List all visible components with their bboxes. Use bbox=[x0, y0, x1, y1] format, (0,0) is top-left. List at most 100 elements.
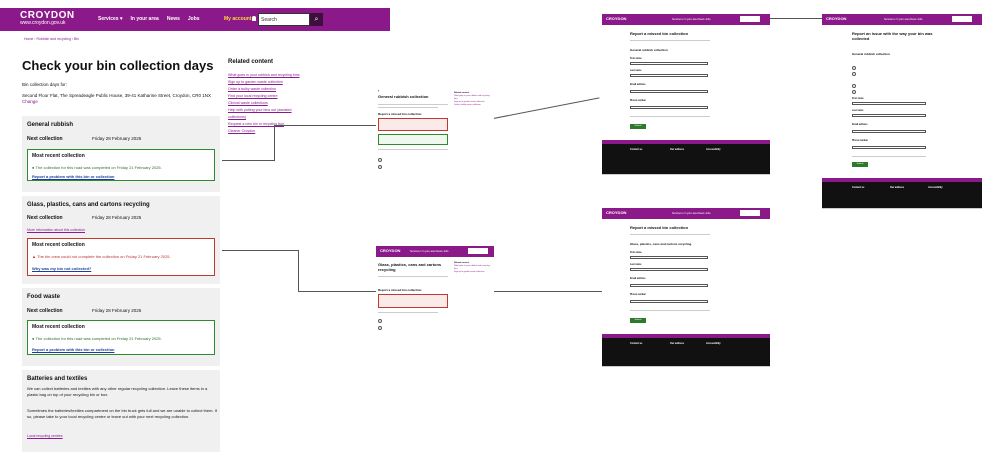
mini-nav-services[interactable]: Services ▾ bbox=[672, 18, 684, 21]
phone-field[interactable] bbox=[852, 146, 926, 149]
mini-footer-bottom bbox=[822, 208, 982, 213]
change-address-link[interactable]: Change bbox=[22, 99, 38, 104]
email-field[interactable] bbox=[630, 90, 708, 93]
related-link[interactable]: Help with putting your bins out (assiste… bbox=[228, 108, 292, 119]
site-header: CROYDON www.croydon.gov.uk Services ▾ In… bbox=[0, 8, 390, 31]
phone-field[interactable] bbox=[630, 300, 708, 303]
mini-nav-jobs[interactable]: Jobs bbox=[705, 212, 711, 215]
nav-news[interactable]: News bbox=[166, 16, 180, 22]
mini-nav-news[interactable]: News bbox=[436, 250, 443, 253]
last-name-field[interactable] bbox=[630, 74, 708, 77]
mini-nav-news[interactable]: News bbox=[910, 18, 917, 21]
status-text: The bin crew could not complete the coll… bbox=[37, 254, 171, 259]
mini-radio[interactable] bbox=[852, 72, 856, 76]
related-link[interactable]: Order a bulky waste collection bbox=[228, 87, 276, 91]
related-link[interactable]: Clinical waste collections bbox=[228, 101, 268, 105]
first-name-field[interactable] bbox=[852, 102, 926, 105]
mini-logo[interactable]: CROYDON bbox=[380, 248, 401, 253]
mini-related-link[interactable]: Sign up to garden waste collection bbox=[454, 101, 485, 103]
mini-radio[interactable] bbox=[378, 158, 382, 162]
breadcrumb-rubbish[interactable]: Rubbish and recycling bbox=[36, 37, 71, 41]
related-link[interactable]: Find your local recycling centre bbox=[228, 94, 278, 98]
flow-connector bbox=[298, 250, 299, 292]
mini-field-label: Phone number bbox=[630, 294, 647, 296]
report-problem-link[interactable]: Report a problem with this bin or collec… bbox=[32, 347, 115, 352]
mini-search-input[interactable] bbox=[740, 210, 760, 216]
mini-radio[interactable] bbox=[852, 90, 856, 94]
submit-button[interactable]: Submit bbox=[852, 162, 868, 167]
mini-nav-area[interactable]: In your area bbox=[684, 212, 698, 215]
mini-footer-bar bbox=[602, 140, 770, 144]
mini-nav-area[interactable]: In your area bbox=[684, 18, 698, 21]
mini-text-line bbox=[630, 310, 710, 311]
footer-contact[interactable]: Contact us bbox=[630, 148, 643, 151]
card-title: Food waste bbox=[27, 294, 61, 300]
mini-logo[interactable]: CROYDON bbox=[606, 210, 627, 215]
mini-field-label: Email address bbox=[852, 124, 868, 126]
local-recycling-centres-link[interactable]: Local recycling centres bbox=[27, 434, 63, 438]
footer-contact[interactable]: Contact us bbox=[852, 186, 865, 189]
mini-radio[interactable] bbox=[852, 66, 856, 70]
footer-accessibility[interactable]: Accessibility bbox=[706, 342, 721, 345]
mini-nav-jobs[interactable]: Jobs bbox=[705, 18, 711, 21]
footer-accessibility[interactable]: Accessibility bbox=[928, 186, 943, 189]
last-name-field[interactable] bbox=[630, 268, 708, 271]
mini-radio[interactable] bbox=[378, 165, 382, 169]
mini-field-label: First name bbox=[630, 58, 642, 60]
mini-related-link[interactable]: Order a bulky waste collection bbox=[454, 104, 481, 106]
breadcrumb-bin[interactable]: Bin bbox=[74, 37, 80, 41]
mini-search-input[interactable] bbox=[740, 16, 760, 22]
related-link[interactable]: Sign up to garden waste collection bbox=[228, 80, 283, 84]
last-name-field[interactable] bbox=[852, 114, 926, 117]
mini-nav-news[interactable]: News bbox=[698, 18, 705, 21]
mini-nav-area[interactable]: In your area bbox=[422, 250, 436, 253]
mini-nav-jobs[interactable]: Jobs bbox=[443, 250, 449, 253]
nav-jobs[interactable]: Jobs bbox=[187, 16, 200, 22]
report-problem-link[interactable]: Report a problem with this bin or collec… bbox=[32, 174, 115, 179]
mini-general-rubbish-page: ‹ General rubbish collection Report a mi… bbox=[376, 88, 494, 176]
mini-related-link[interactable]: What goes in your rubbish and recycling … bbox=[454, 265, 490, 270]
flow-connector bbox=[298, 291, 376, 292]
mini-related-link[interactable]: Sign up to garden waste collection bbox=[454, 271, 485, 273]
mini-logo[interactable]: CROYDON bbox=[826, 16, 847, 21]
mini-logo[interactable]: CROYDON bbox=[606, 16, 627, 21]
mini-radio[interactable] bbox=[378, 326, 382, 330]
email-field[interactable] bbox=[852, 130, 926, 133]
mini-radio[interactable] bbox=[378, 319, 382, 323]
card-food-waste: Food waste Next collection Friday 28 Feb… bbox=[22, 288, 220, 366]
flow-connector bbox=[274, 125, 275, 161]
first-name-field[interactable] bbox=[630, 256, 708, 259]
mini-search-input[interactable] bbox=[468, 248, 488, 254]
related-link[interactable]: Cleaner Croydon bbox=[228, 129, 256, 133]
mini-field-label: First name bbox=[852, 98, 864, 100]
submit-button[interactable]: Submit bbox=[630, 124, 646, 129]
mini-search-input[interactable] bbox=[952, 16, 972, 22]
croydon-logo[interactable]: CROYDON www.croydon.gov.uk bbox=[20, 11, 75, 27]
email-field[interactable] bbox=[630, 284, 708, 287]
nav-in-your-area[interactable]: In your area bbox=[130, 16, 159, 22]
mini-nav-area[interactable]: In your area bbox=[896, 18, 910, 21]
related-link[interactable]: Request a new bin or recycling box bbox=[228, 122, 284, 126]
mini-related-link[interactable]: What goes in your rubbish and recycling … bbox=[454, 95, 490, 100]
first-name-field[interactable] bbox=[630, 62, 708, 65]
mini-radio[interactable] bbox=[852, 84, 856, 88]
why-not-collected-link[interactable]: Why was my bin not collected? bbox=[32, 266, 92, 271]
mini-back-arrow[interactable]: ‹ bbox=[378, 88, 380, 93]
mini-nav-services[interactable]: Services ▾ bbox=[884, 18, 896, 21]
my-account-link[interactable]: My account bbox=[224, 16, 252, 22]
related-link[interactable]: What goes in your rubbish and recycling … bbox=[228, 73, 300, 77]
footer-contact[interactable]: Contact us bbox=[630, 342, 643, 345]
search-input[interactable]: Search bbox=[258, 13, 310, 26]
submit-button[interactable]: Submit bbox=[630, 318, 646, 323]
mini-nav-jobs[interactable]: Jobs bbox=[917, 18, 923, 21]
more-info-link[interactable]: More information about this collection bbox=[27, 228, 85, 232]
phone-field[interactable] bbox=[630, 106, 708, 109]
footer-accessibility[interactable]: Accessibility bbox=[706, 148, 721, 151]
mini-nav-services[interactable]: Services ▾ bbox=[672, 212, 684, 215]
breadcrumb-home[interactable]: Home bbox=[24, 37, 34, 41]
mini-nav-services[interactable]: Services ▾ bbox=[410, 250, 422, 253]
nav-services[interactable]: Services ▾ bbox=[98, 16, 123, 22]
mini-form-subheading: General rubbish collection bbox=[630, 48, 668, 52]
search-button[interactable]: ⌕ bbox=[310, 13, 323, 26]
mini-nav-news[interactable]: News bbox=[698, 212, 705, 215]
